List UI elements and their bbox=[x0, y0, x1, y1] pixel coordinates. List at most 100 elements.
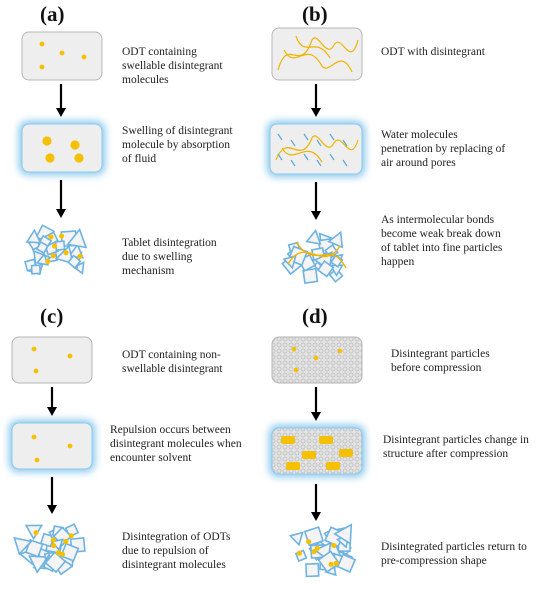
fragments-c-particle bbox=[50, 542, 57, 549]
compressed-particle-d-1 bbox=[281, 436, 295, 444]
water-molecule-b bbox=[290, 159, 296, 167]
fragments-c-particle bbox=[68, 533, 74, 539]
tablet-b-1 bbox=[271, 27, 363, 81]
caption-d-3: Disintegrated particles return to pre-co… bbox=[381, 541, 527, 567]
fragments-a-square bbox=[30, 264, 42, 275]
particle-a-4 bbox=[39, 64, 45, 70]
fibers-b-2 bbox=[275, 135, 359, 163]
water-molecule-b bbox=[277, 133, 283, 141]
water-molecule-b bbox=[316, 139, 322, 147]
fragments-a-particle bbox=[48, 234, 54, 240]
water-molecule-b bbox=[303, 133, 309, 141]
caption-b-3: As intermolecular bonds become weak brea… bbox=[381, 214, 503, 268]
fragments-d-particle bbox=[306, 539, 312, 545]
water-molecule-b bbox=[329, 133, 335, 141]
fragments-d-particle bbox=[311, 548, 317, 555]
fragments-a-triangle bbox=[72, 261, 85, 275]
fragments-b-square bbox=[302, 267, 319, 285]
water-molecule-b bbox=[277, 153, 283, 161]
arrow-a-1-head bbox=[56, 108, 66, 117]
fragments-b-square bbox=[316, 260, 335, 278]
tablet-a-2 bbox=[21, 123, 103, 173]
particle-c-3 bbox=[33, 368, 39, 374]
caption-b-1: ODT with disintegrant bbox=[381, 46, 485, 58]
swollen-particle-a-4 bbox=[74, 153, 84, 163]
water-molecule-b bbox=[342, 159, 348, 167]
fragments-d-particle bbox=[331, 542, 337, 549]
panel-label-a: (a) bbox=[40, 2, 65, 26]
swollen-particle-a-1 bbox=[42, 136, 52, 146]
caption-d-1: Disintegrant particles before compressio… bbox=[391, 348, 490, 374]
caption-b-2: Water molecules penetration by replacing… bbox=[381, 129, 506, 169]
caption-a-3: Tablet disintegration due to swelling me… bbox=[122, 237, 217, 277]
swollen-particle-a-2 bbox=[70, 140, 80, 150]
fibers-b-1 bbox=[277, 35, 359, 73]
fragments-b-triangle bbox=[327, 230, 344, 249]
fragments-d-particle bbox=[296, 550, 303, 556]
particle-d-4 bbox=[293, 367, 299, 373]
caption-c-1: ODT containing non- swellable disintegra… bbox=[122, 349, 223, 375]
arrow-d-2-head bbox=[311, 512, 321, 521]
fragments-a-particle bbox=[58, 233, 65, 239]
particle-c-2 bbox=[67, 353, 73, 359]
caption-d-2: Disintegrant particles change in structu… bbox=[383, 434, 529, 460]
fragments-d-square bbox=[317, 550, 341, 574]
water-molecule-b bbox=[316, 159, 322, 167]
particle-c-1 bbox=[31, 346, 37, 352]
fragments-b-triangle bbox=[305, 228, 322, 245]
fragments-a-square bbox=[67, 254, 82, 269]
arrow-d-1-head bbox=[311, 412, 321, 421]
particle-d-2 bbox=[337, 348, 343, 354]
arrow-b-1-head bbox=[311, 108, 321, 117]
arrow-c-1-head bbox=[47, 407, 57, 416]
tablet-c-1 bbox=[11, 336, 93, 384]
fragments-a-triangle bbox=[66, 227, 88, 249]
fragments-b-fibers bbox=[287, 241, 347, 269]
caption-c-2: Repulsion occurs between disintegrant mo… bbox=[110, 424, 242, 464]
panel-label-b: (b) bbox=[302, 2, 328, 26]
arrow-a-2-head bbox=[56, 209, 66, 218]
fragments-a-particle bbox=[50, 253, 56, 259]
arrow-b-2-head bbox=[311, 211, 321, 220]
fragments-c-square bbox=[44, 551, 67, 574]
compressed-particle-d-3 bbox=[302, 451, 316, 459]
particle-c-6 bbox=[34, 457, 40, 463]
fragments-d-square bbox=[336, 553, 357, 574]
water-molecule-b bbox=[342, 139, 348, 147]
fragments-a-particle bbox=[63, 250, 69, 256]
fragments-a-triangle bbox=[25, 228, 42, 244]
caption-c-3: Disintegration of ODTs due to repulsion … bbox=[122, 531, 231, 571]
fragments-c-triangle bbox=[13, 536, 33, 556]
fragments-d-particle bbox=[333, 560, 339, 566]
fragments-c-particle bbox=[59, 551, 66, 557]
tablet-a-1 bbox=[21, 31, 103, 81]
water-molecule-b bbox=[290, 139, 296, 147]
fragments-d-particle bbox=[314, 545, 320, 551]
particle-a-1 bbox=[39, 41, 45, 47]
tablet-c-2 bbox=[11, 422, 93, 470]
arrow-c-2-head bbox=[47, 505, 57, 514]
fragments-c-particle bbox=[63, 538, 69, 545]
swollen-particle-a-3 bbox=[45, 153, 55, 163]
panel-label-d: (d) bbox=[302, 304, 328, 328]
tablet-b-2 bbox=[269, 123, 363, 175]
fragments-b bbox=[281, 228, 347, 285]
fragments-c-square bbox=[24, 538, 44, 558]
fragments-d bbox=[288, 523, 357, 578]
particle-c-4 bbox=[31, 434, 37, 440]
fragments-c-particle bbox=[50, 537, 56, 543]
particle-a-3 bbox=[81, 54, 87, 60]
panel-label-c: (c) bbox=[40, 304, 64, 328]
compressed-particle-d-6 bbox=[326, 462, 340, 470]
fragments-c-particle bbox=[33, 530, 39, 536]
fragments-a-square bbox=[35, 240, 49, 255]
particle-d-3 bbox=[313, 355, 319, 361]
fragments-a-particle bbox=[77, 253, 83, 259]
fragments-a bbox=[24, 224, 88, 276]
fragments-c-square bbox=[60, 542, 80, 562]
fragments-a-particle bbox=[51, 243, 58, 249]
fragments-d-triangle bbox=[333, 523, 353, 545]
water-molecule-b bbox=[329, 153, 335, 161]
fragments-d-square bbox=[305, 562, 320, 578]
compressed-particle-d-5 bbox=[286, 462, 300, 470]
